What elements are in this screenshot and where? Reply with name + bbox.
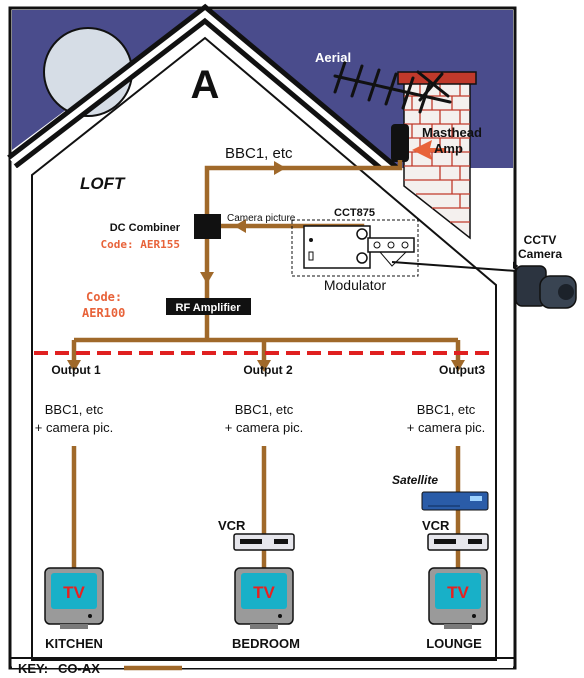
aerial-label: Aerial — [315, 50, 351, 65]
dc-combiner-label: DC Combiner — [110, 222, 181, 234]
cctv-label-line1: CCTV — [524, 233, 557, 247]
tv-kitchen-label: TV — [63, 583, 85, 602]
loft-label: LOFT — [80, 174, 126, 193]
vcr-lounge-label: VCR — [422, 518, 450, 533]
room-kitchen-label: KITCHEN — [45, 636, 103, 651]
output-2-label: Output 2 — [243, 363, 293, 377]
satellite-label: Satellite — [392, 473, 438, 487]
tv-lounge-icon — [428, 567, 488, 629]
chimney — [397, 71, 477, 240]
bbc-top-label: BBC1, etc — [225, 145, 293, 162]
output-1-line1: BBC1, etc — [45, 402, 104, 417]
rf-code-line2: AER100 — [82, 306, 125, 320]
night-sky-right — [12, 10, 513, 270]
cctv-cable — [391, 261, 531, 273]
key-prefix: KEY: — [18, 661, 48, 676]
masthead-amp — [391, 124, 409, 162]
rf-amplifier-box — [166, 298, 251, 315]
tv-lounge-label: TV — [447, 583, 469, 602]
camera-picture-label: Camera picture — [227, 213, 296, 224]
house-letter: A — [191, 63, 220, 107]
dc-combiner-box — [194, 214, 221, 239]
rf-amplifier-label: RF Amplifier — [176, 302, 242, 314]
output-3-label: Output3 — [439, 363, 485, 377]
coax-arrows — [67, 161, 465, 372]
output-2-line1: BBC1, etc — [235, 402, 294, 417]
cctv-camera-icon — [515, 265, 577, 309]
output-1-label: Output 1 — [51, 363, 101, 377]
satellite-receiver-icon — [421, 491, 489, 511]
dc-combiner-code: Code: AER155 — [101, 238, 180, 251]
output-3-line1: BBC1, etc — [417, 402, 476, 417]
output-2-line2: + camera pic. — [225, 420, 303, 435]
vcr-lounge-icon — [427, 533, 489, 551]
modulator-unit — [303, 225, 415, 269]
modulator-outline — [291, 219, 419, 277]
vcr-bedroom-label: VCR — [218, 518, 246, 533]
key-coax-label: CO-AX — [58, 661, 100, 676]
masthead-label-line1: Masthead — [422, 125, 482, 140]
aerial-icon — [333, 60, 452, 114]
cctv-label-line2: Camera — [518, 247, 562, 261]
output-1-line2: + camera pic. — [35, 420, 113, 435]
masthead-label-line2: Amp — [434, 141, 463, 156]
tv-bedroom-icon — [234, 567, 294, 629]
output-3-line2: + camera pic. — [407, 420, 485, 435]
tv-bedroom-label: TV — [253, 583, 275, 602]
tv-kitchen-icon — [44, 567, 104, 629]
vcr-bedroom-icon — [233, 533, 295, 551]
room-lounge-label: LOUNGE — [426, 636, 482, 651]
masthead-arrow-icon — [412, 140, 446, 160]
modulator-label: Modulator — [324, 277, 387, 293]
rf-code-line1: Code: — [86, 290, 122, 304]
room-bedroom-label: BEDROOM — [232, 636, 300, 651]
cct875-label: CCT875 — [334, 207, 375, 219]
